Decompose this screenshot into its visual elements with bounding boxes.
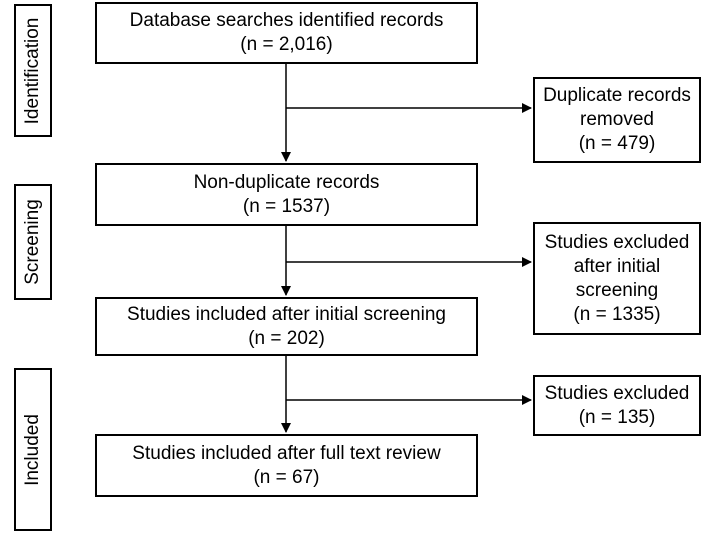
database-searches-box: Database searches identified records (n … bbox=[95, 2, 478, 64]
excluded-full-count: (n = 135) bbox=[578, 406, 656, 428]
stage-identification: Identification bbox=[14, 4, 52, 137]
initial-screening-count: (n = 202) bbox=[248, 327, 325, 349]
duplicates-removed-line-1: Duplicate records bbox=[543, 85, 691, 106]
stage-included: Included bbox=[14, 368, 52, 531]
duplicates-removed-count: (n = 479) bbox=[578, 133, 656, 154]
excluded-initial-line-1: Studies excluded bbox=[544, 231, 690, 253]
duplicates-removed-box: Duplicate records removed (n = 479) bbox=[533, 77, 701, 163]
excluded-initial-line-2: after initial bbox=[573, 255, 661, 277]
full-text-review-box: Studies included after full text review … bbox=[95, 434, 478, 497]
excluded-full-title: Studies excluded bbox=[544, 382, 690, 404]
initial-screening-box: Studies included after initial screening… bbox=[95, 297, 478, 356]
non-duplicate-count: (n = 1537) bbox=[242, 195, 331, 217]
initial-screening-title: Studies included after initial screening bbox=[127, 303, 446, 325]
database-searches-title: Database searches identified records bbox=[129, 10, 444, 31]
excluded-initial-line-3: screening bbox=[575, 279, 659, 301]
excluded-initial-box: Studies excluded after initial screening… bbox=[533, 222, 701, 335]
full-text-review-title: Studies included after full text review bbox=[132, 442, 441, 464]
non-duplicate-title: Non-duplicate records bbox=[193, 171, 380, 193]
full-text-review-count: (n = 67) bbox=[253, 466, 320, 488]
non-duplicate-box: Non-duplicate records (n = 1537) bbox=[95, 163, 478, 226]
database-searches-count: (n = 2,016) bbox=[240, 34, 333, 55]
duplicates-removed-line-2: removed bbox=[580, 109, 654, 130]
excluded-initial-count: (n = 1335) bbox=[573, 303, 661, 325]
excluded-full-box: Studies excluded (n = 135) bbox=[533, 375, 701, 436]
stage-screening: Screening bbox=[14, 184, 52, 300]
